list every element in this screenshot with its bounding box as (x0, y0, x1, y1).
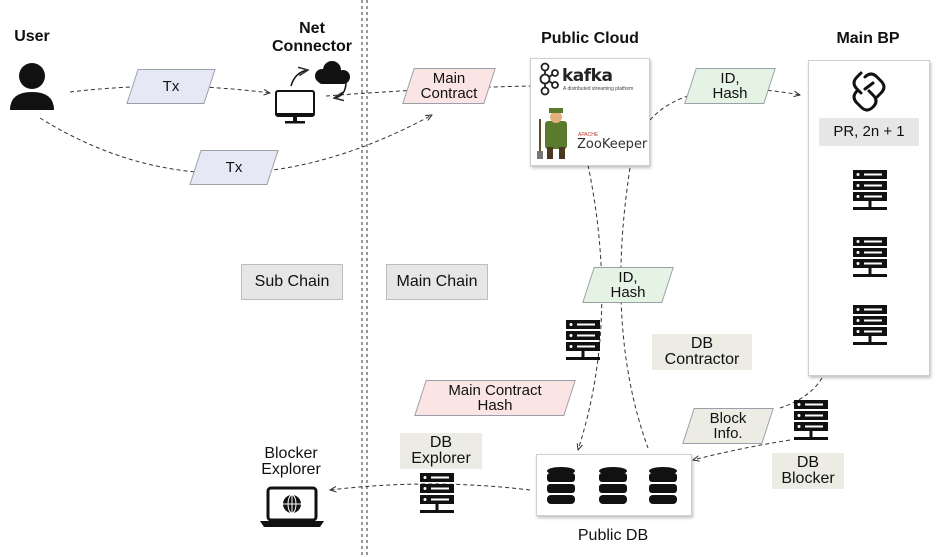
net-connector-title: Net Connector (272, 20, 352, 55)
edge-publicdb-blockerexplorer (330, 483, 531, 490)
public-db-title: Public DB (577, 527, 649, 544)
main-bp-title: Main BP (836, 30, 900, 47)
pr-quorum-label: PR, 2n + 1 (819, 118, 919, 146)
main-bp-box: PR, 2n + 1 (808, 60, 930, 376)
block-info-message: Block Info. (682, 408, 774, 444)
id-hash-message-top: ID, Hash (684, 68, 776, 104)
arrow-from-cloud (334, 81, 347, 98)
public-cloud-title: Public Cloud (541, 30, 639, 47)
user-title: User (14, 28, 50, 45)
edge-mainbp-dbblocker (779, 377, 823, 409)
kafka-name: kafka (562, 66, 613, 86)
sub-chain-label: Sub Chain (241, 264, 343, 300)
db-blocker-label: DB Blocker (772, 453, 844, 489)
zookeeper-keeper-icon (537, 108, 567, 159)
database-icon-2 (599, 467, 627, 504)
main-chain-label: Main Chain (386, 264, 488, 300)
arrow-to-cloud (290, 70, 308, 87)
main-contract-message: Main Contract (402, 68, 496, 104)
id-hash-message-mid: ID, Hash (582, 267, 674, 303)
subchain-mainchain-divider (361, 0, 368, 557)
edge-dbblocker-publicdb (693, 439, 791, 460)
kafka-logo (539, 62, 559, 96)
edge-cloud-publicdb-left (578, 164, 603, 450)
chain-link-icon (852, 71, 886, 112)
database-icon-1 (547, 467, 575, 504)
database-icon-3 (649, 467, 677, 504)
db-explorer-label: DB Explorer (400, 433, 482, 469)
public-cloud-box: kafka A distributed streaming platform A… (530, 58, 650, 166)
database-icons (547, 467, 677, 504)
db-contractor-label: DB Contractor (652, 334, 752, 370)
tx-message-top: Tx (126, 69, 216, 104)
kafka-tagline: A distributed streaming platform (563, 86, 634, 92)
zookeeper-name: ZooKeeper (577, 137, 648, 152)
tx-message-bottom: Tx (189, 150, 279, 185)
edge-cloud-publicdb-right (620, 167, 649, 449)
zookeeper-apache: APACHE (578, 132, 599, 138)
main-contract-hash-message: Main Contract Hash (414, 380, 576, 416)
public-db-box (536, 454, 692, 516)
blocker-explorer-title: Blocker Explorer (261, 445, 321, 478)
